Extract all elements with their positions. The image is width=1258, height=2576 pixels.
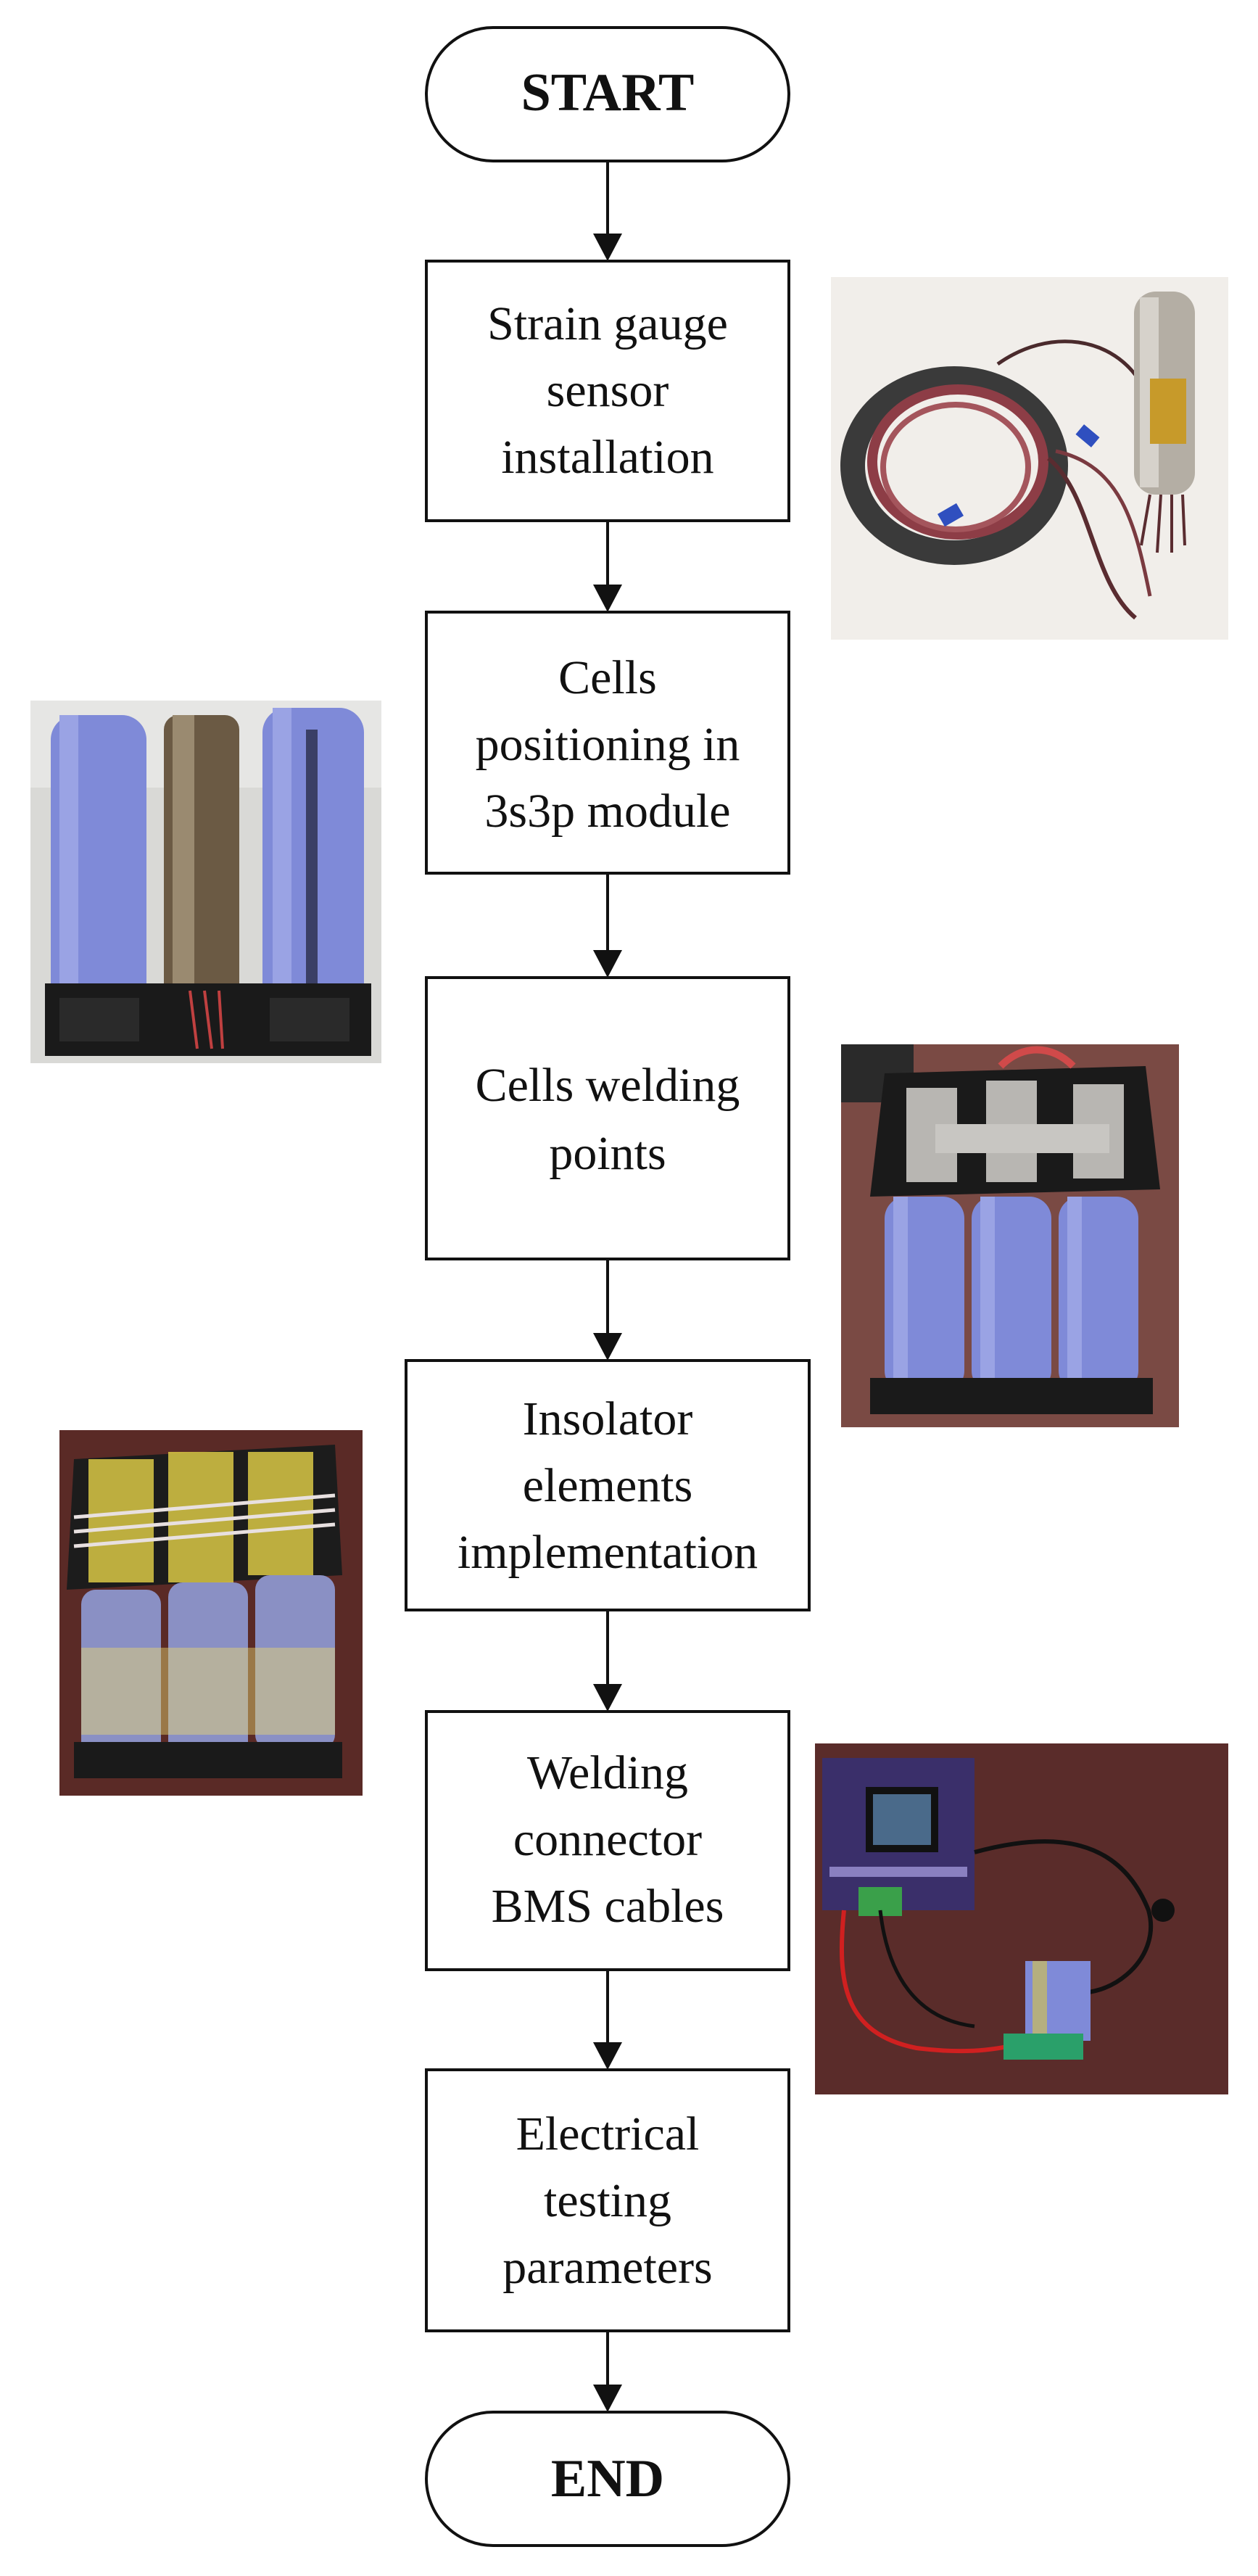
end-label: END: [551, 2449, 664, 2509]
arrowhead-step3-step4: [593, 1333, 622, 1361]
step6-line2: testing: [544, 2174, 671, 2227]
step2-line2: positioning in: [476, 718, 740, 771]
cells-in-holder-photo: [30, 701, 381, 1063]
welded-cells-photo: [841, 1044, 1179, 1427]
step3-line1: Cells welding: [476, 1059, 740, 1112]
end-terminal: END: [425, 2411, 790, 2547]
step1-line2: sensor: [547, 364, 669, 417]
arrowhead-step5-step6: [593, 2042, 622, 2070]
start-label: START: [521, 63, 695, 123]
step3-line2: points: [549, 1127, 666, 1180]
arrowhead-step6-end: [593, 2385, 622, 2412]
electronic-load-setup-photo: [815, 1743, 1228, 2094]
insulated-module-photo: [59, 1430, 363, 1796]
step6-line3: parameters: [502, 2241, 713, 2294]
step5-line3: BMS cables: [492, 1880, 724, 1933]
step-electrical-testing: Electrical testing parameters: [425, 2068, 790, 2332]
arrowhead-step1-step2: [593, 585, 622, 612]
arrowhead-step2-step3: [593, 950, 622, 978]
step2-line3: 3s3p module: [484, 785, 730, 838]
arrowhead-step4-step5: [593, 1684, 622, 1712]
step4-line1: Insolator: [523, 1392, 693, 1445]
step1-line1: Strain gauge: [487, 297, 728, 350]
arrowhead-start-step1: [593, 234, 622, 261]
step6-line1: Electrical: [516, 2108, 700, 2160]
step2-line1: Cells: [558, 651, 657, 704]
step1-line3: installation: [501, 431, 713, 484]
start-terminal: START: [425, 26, 790, 162]
step5-line1: Welding: [527, 1746, 688, 1799]
step-insolator: Insolator elements implementation: [405, 1359, 811, 1611]
step-cells-welding: Cells welding points: [425, 976, 790, 1260]
step4-line2: elements: [523, 1459, 693, 1512]
step4-line3: implementation: [458, 1526, 758, 1579]
connectors: [593, 161, 622, 2412]
step-cells-positioning: Cells positioning in 3s3p module: [425, 611, 790, 875]
step5-line2: connector: [513, 1813, 702, 1866]
step-welding-connector: Welding connector BMS cables: [425, 1710, 790, 1971]
step-strain-gauge: Strain gauge sensor installation: [425, 260, 790, 522]
strain-gauge-wires-photo: [831, 277, 1228, 640]
